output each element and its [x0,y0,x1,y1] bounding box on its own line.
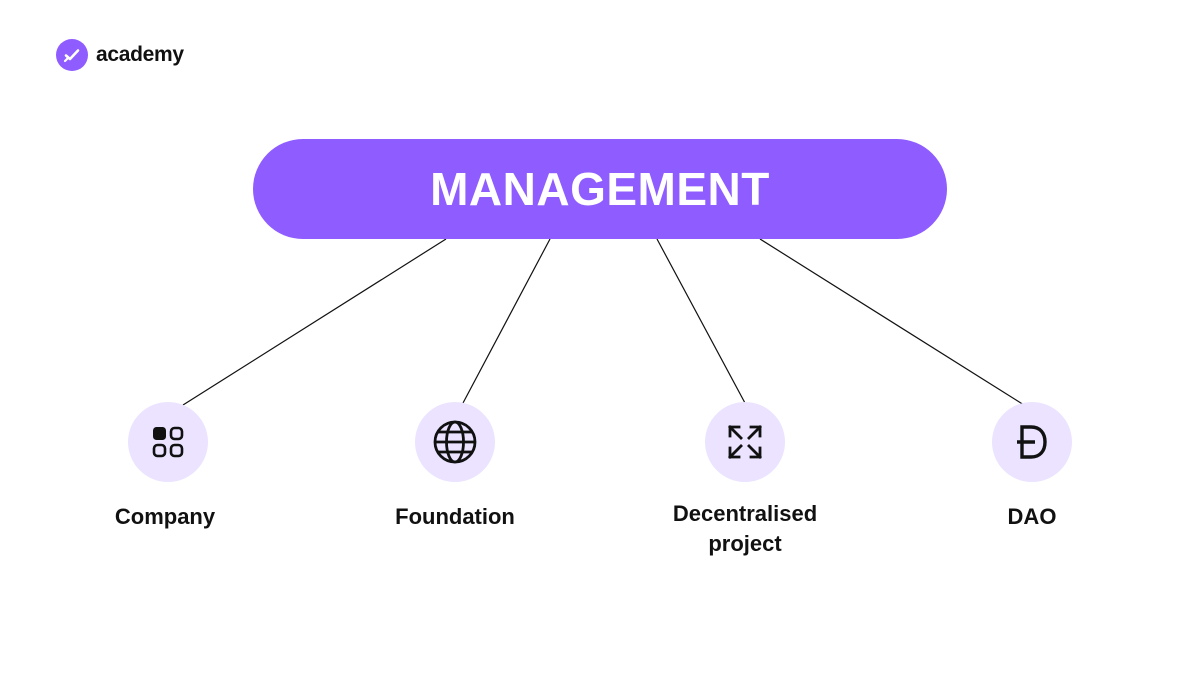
decentralised-project-label: Decentralised project [672,501,818,556]
connector-foundation [462,238,551,404]
connector-company [182,238,447,406]
company-label: Company [114,504,216,529]
globe-icon [433,420,477,464]
foundation-label: Foundation [395,504,515,529]
dao-label: DAO [1007,504,1057,529]
connector-decentralised-project [656,238,746,404]
company-node-icon [128,402,208,482]
academy-logo: academy [56,38,184,72]
dogecoin-icon [1017,425,1047,459]
apps-grid-icon [152,426,184,458]
dao-node-icon [992,402,1072,482]
management-title: MANAGEMENT [430,163,770,215]
foundation-node-icon [415,402,495,482]
management-node: MANAGEMENT [253,139,947,239]
check-icon [56,39,88,71]
brand-name: academy [96,43,184,66]
decentralised-project-node-icon [705,402,785,482]
connector-dao [759,238,1025,406]
expand-arrows-icon [728,425,762,459]
